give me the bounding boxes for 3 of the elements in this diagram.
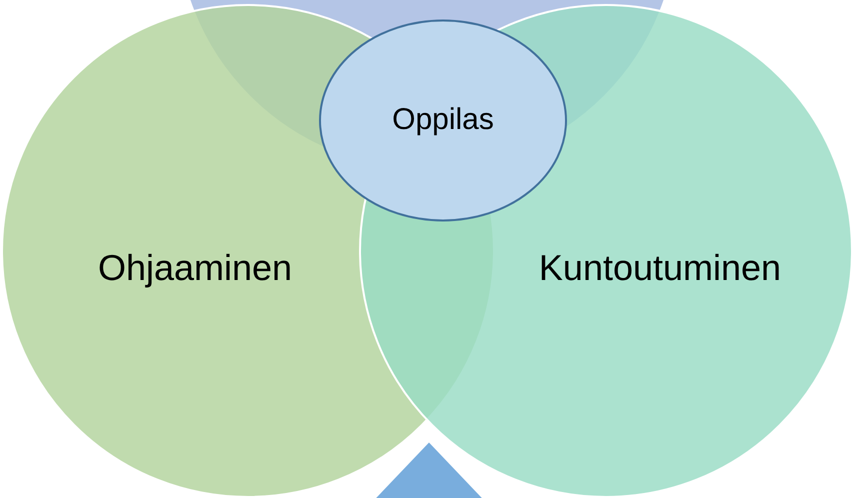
circle-label: Oppilas bbox=[392, 103, 494, 137]
circle-label: Kuntoutuminen bbox=[538, 247, 782, 289]
circle-label: Ohjaaminen bbox=[98, 247, 292, 289]
